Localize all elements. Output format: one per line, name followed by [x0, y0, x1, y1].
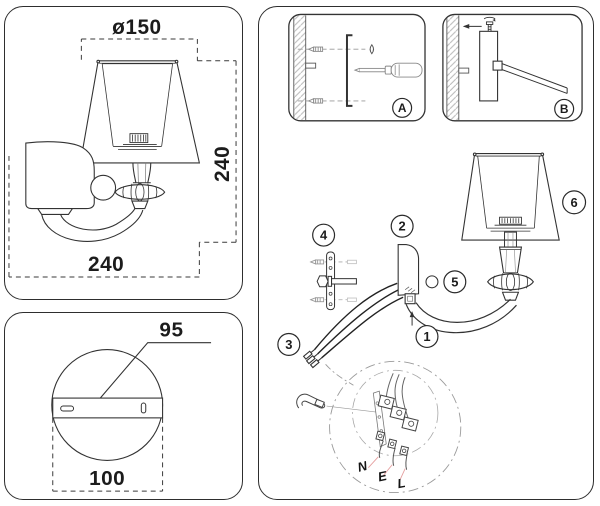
- curved-arm: [41, 208, 144, 242]
- screwdriver-icon: [353, 62, 423, 78]
- glass-ornament-part: [486, 272, 535, 301]
- part-2-wall-cover: 2: [390, 214, 420, 305]
- cover-hatch-marks: [404, 286, 416, 294]
- center-bolt: [316, 275, 357, 288]
- part-6-lamp-assembly: 6: [461, 152, 587, 301]
- glass-ornament: [114, 183, 166, 210]
- slide-arrow-icon: [462, 23, 482, 29]
- arm-b: [501, 63, 568, 94]
- socket-part: [494, 216, 527, 226]
- mounting-bar-edge: [345, 34, 353, 107]
- part-3-label: 3: [285, 337, 292, 352]
- plate-knob: [90, 174, 117, 201]
- lampshade-part: [461, 152, 560, 241]
- leader-line-95: [99, 342, 212, 399]
- candle-stem: [132, 162, 152, 184]
- wire-label-live: L: [396, 475, 406, 491]
- wire-label-leaders: [368, 456, 406, 482]
- installation-svg: A: [277, 13, 587, 494]
- step-b-panel: B: [442, 13, 583, 122]
- part-2-label: 2: [399, 219, 406, 234]
- terminal-units: [375, 394, 419, 457]
- wall-stud-b: [458, 67, 470, 74]
- lampshade: [79, 59, 201, 164]
- side-view-svg: ø150 240 240: [8, 16, 237, 278]
- part-1-badge: [415, 324, 439, 349]
- step-a-badge: [392, 97, 413, 118]
- lamp-socket: [123, 133, 157, 146]
- part-1-label: 1: [423, 329, 430, 344]
- dim-height: 240: [211, 146, 234, 182]
- part-5-label: 5: [451, 274, 458, 289]
- dim-plate-diameter: 100: [89, 467, 125, 490]
- dim-bracket-width: 95: [159, 319, 183, 342]
- ball-part: [425, 275, 439, 289]
- dim-depth: 240: [88, 253, 124, 276]
- part-3-badge: [277, 332, 301, 356]
- part-4-label: 4: [320, 228, 328, 243]
- panel-backplate-view: 95 100: [4, 312, 243, 500]
- detail-circle-inner: [352, 369, 439, 457]
- part-4-badge: [312, 223, 336, 247]
- wire-label-earth: E: [377, 468, 389, 485]
- dim-lines-100: [52, 417, 164, 492]
- dimension-lines: [8, 38, 237, 278]
- bar-slot-vertical: [140, 402, 147, 414]
- detail-leader: [325, 364, 354, 386]
- holder-part: [498, 231, 523, 274]
- part-1-arm: 1: [405, 298, 517, 349]
- wire-label-neutral: N: [356, 458, 369, 475]
- terminal-block: [372, 373, 419, 470]
- part-4-mounting-kit: 4: [309, 223, 359, 311]
- detail-circle-outer: [329, 360, 462, 494]
- arm-joint-b: [492, 60, 503, 71]
- wall-plate: [25, 141, 117, 216]
- wall-stud: [305, 62, 317, 69]
- step-b-label: B: [560, 102, 569, 116]
- top-screw-icon: [483, 16, 496, 33]
- anchor-icon: [369, 43, 375, 55]
- part-6-badge: [562, 190, 587, 215]
- backplate-svg: 95 100: [51, 319, 212, 492]
- supply-wires: [314, 282, 404, 359]
- cable-clamp: [296, 393, 377, 413]
- ferrule-icons: [302, 348, 323, 369]
- terminal-output-wires: [378, 440, 408, 470]
- wall-section-b: [446, 15, 460, 120]
- part-6-label: 6: [571, 195, 578, 210]
- step-b-badge: [554, 98, 575, 119]
- mounting-bar: [52, 397, 164, 419]
- wall-lamp-side-drawing: [25, 59, 201, 242]
- bar-screw-icons: [309, 259, 357, 303]
- dim-shade-diameter: ø150: [112, 16, 161, 39]
- screw-icon: [307, 46, 324, 104]
- wiring-detail: N E L: [329, 360, 462, 494]
- step-a-label: A: [398, 101, 407, 115]
- part-2-badge: [390, 214, 414, 238]
- panel-side-view: ø150 240 240: [4, 6, 243, 300]
- bar-slot-horizontal: [60, 405, 75, 412]
- part-5-screw-ball: 5: [425, 270, 467, 294]
- terminal-input-wires: [385, 373, 409, 419]
- arm-joint: [404, 293, 416, 305]
- wall-section-a: [293, 15, 307, 120]
- panel-installation: A: [258, 6, 594, 500]
- part-3-wire-ends: 3: [277, 332, 354, 386]
- part-5-badge: [443, 270, 467, 294]
- step-a-panel: A: [288, 13, 426, 122]
- clamp-leader: [326, 405, 377, 413]
